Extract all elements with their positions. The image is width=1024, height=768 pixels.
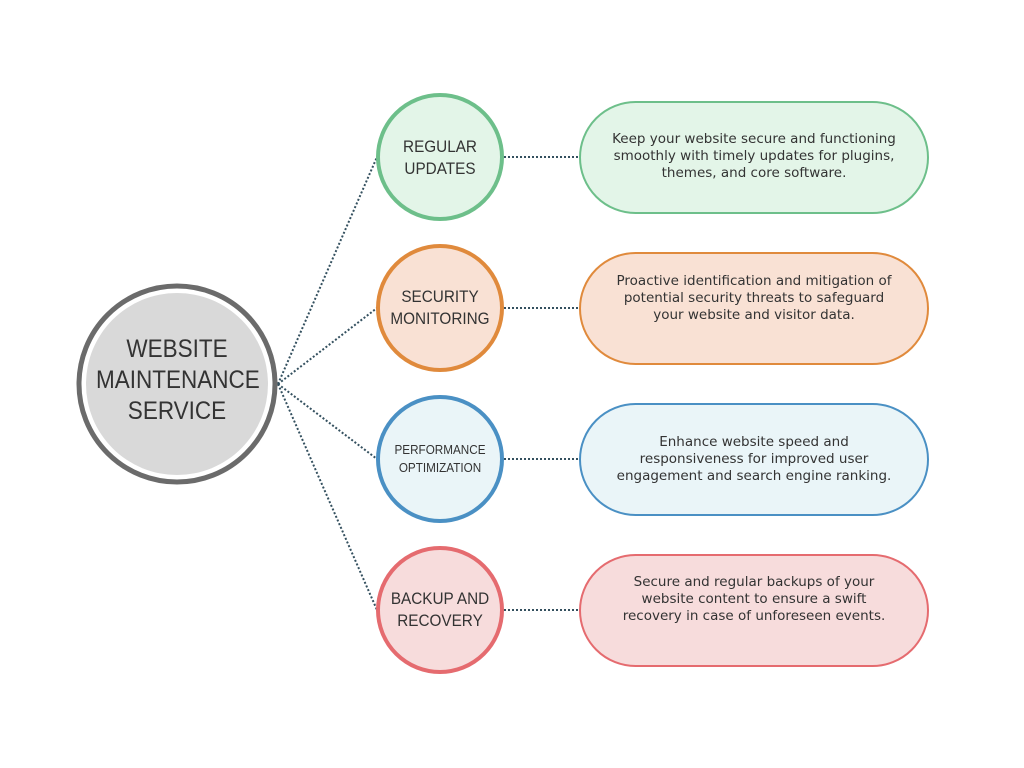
service-description-pill	[579, 101, 929, 214]
service-node-circle	[376, 546, 504, 674]
service-description-pill	[579, 252, 929, 365]
service-label-performance-optimization: PERFORMANCE OPTIMIZATION	[394, 442, 486, 475]
service-description-pill	[579, 554, 929, 667]
service-node-circle	[376, 93, 504, 221]
service-label-security-monitoring: SECURITY MONITORING	[390, 287, 490, 328]
center-title-line: SERVICE	[127, 397, 227, 425]
service-description-pill	[579, 403, 929, 516]
connector-line	[277, 383, 378, 460]
center-title: WEBSITE MAINTENANCE SERVICE	[96, 334, 260, 427]
service-description-backup-recovery: Secure and regular backups of your websi…	[622, 574, 886, 624]
service-node-circle	[376, 244, 504, 372]
service-description-performance-optimization: Enhance website speed and responsiveness…	[616, 434, 892, 484]
center-node	[76, 283, 278, 485]
service-description-security-monitoring: Proactive identification and mitigation …	[616, 273, 892, 323]
connector-line	[277, 383, 378, 611]
service-description-regular-updates: Keep your website secure and functioning…	[612, 131, 896, 181]
service-node-circle	[376, 395, 504, 523]
center-fill	[86, 293, 268, 475]
connector-line	[277, 307, 378, 385]
center-title-line: WEBSITE	[126, 335, 228, 363]
service-label-backup-recovery: BACKUP AND RECOVERY	[390, 589, 490, 630]
connector-line	[277, 156, 378, 385]
service-label-regular-updates: REGULAR UPDATES	[403, 137, 477, 178]
center-title-line: MAINTENANCE	[96, 366, 260, 394]
